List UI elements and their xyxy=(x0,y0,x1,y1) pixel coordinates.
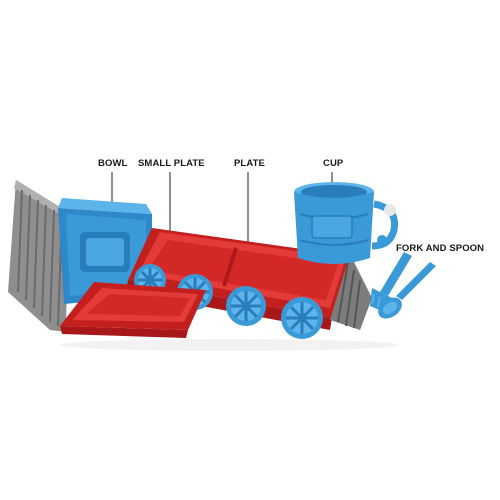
fork-and-spoon-label: FORK AND SPOON xyxy=(396,243,485,254)
bowl xyxy=(58,198,152,304)
plate-label: PLATE xyxy=(234,158,265,169)
shadow xyxy=(60,339,400,351)
gray-rear-grill xyxy=(330,254,372,330)
wheel xyxy=(281,297,323,339)
bowl-label: BOWL xyxy=(98,158,128,169)
gray-front-panel xyxy=(8,180,68,332)
small-plate-label: SMALL PLATE xyxy=(138,158,205,169)
fork-and-spoon xyxy=(370,252,436,319)
cup xyxy=(294,182,399,264)
wheel xyxy=(226,286,266,326)
small-plate xyxy=(60,282,206,338)
cup-label: CUP xyxy=(323,158,344,169)
